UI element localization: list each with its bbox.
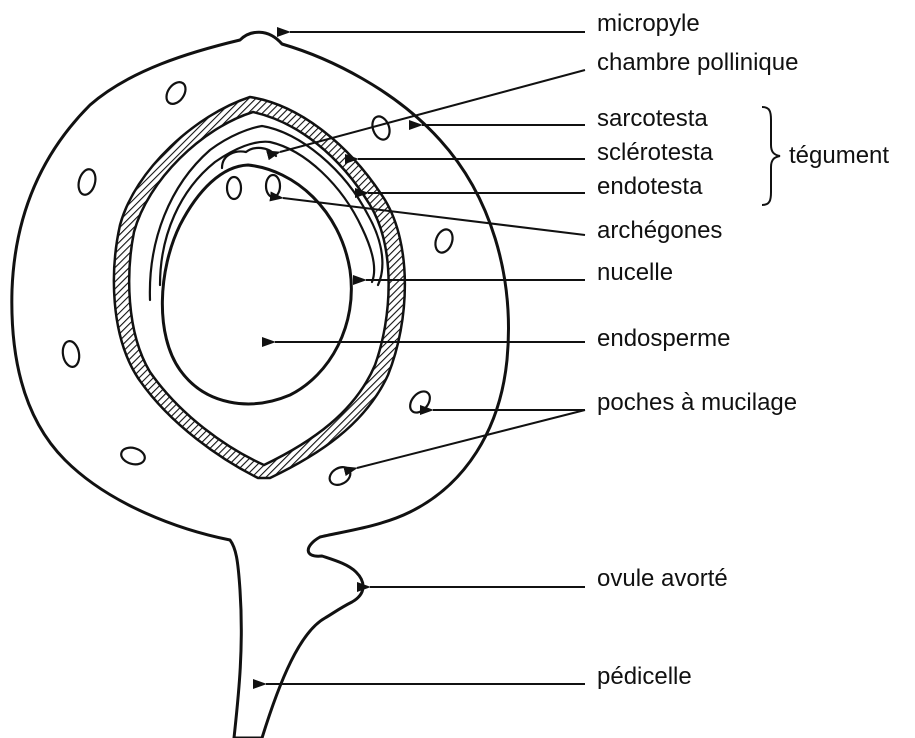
label-pedicelle: pédicelle: [597, 663, 692, 690]
label-ovule-avorte: ovule avorté: [597, 565, 728, 592]
label-nucelle: nucelle: [597, 259, 673, 286]
label-sclerotesta: sclérotesta: [597, 139, 714, 166]
mucilage-pocket: [163, 79, 190, 108]
label-sarcotesta: sarcotesta: [597, 105, 708, 132]
label-archegones: archégones: [597, 217, 722, 244]
mucilage-pocket: [76, 167, 98, 196]
label-endosperme: endosperme: [597, 325, 730, 352]
mucilage-pocket: [119, 445, 146, 467]
mucilage-pocket: [432, 227, 455, 255]
arrow-chambre-pollinique: [280, 70, 585, 152]
archegone-2: [266, 175, 280, 197]
label-chambre-pollinique: chambre pollinique: [597, 49, 798, 76]
sclerotesta-layer: [114, 97, 405, 478]
archegone-1: [227, 177, 241, 199]
label-tegument: tégument: [789, 142, 889, 169]
tegument-bracket: [762, 107, 780, 205]
label-endotesta: endotesta: [597, 173, 703, 200]
sarcotesta-outline: [12, 32, 509, 738]
label-poches-a-mucilage: poches à mucilage: [597, 389, 797, 416]
mucilage-pocket: [406, 388, 434, 417]
endosperme-shape: [162, 165, 351, 404]
mucilage-pocket: [326, 464, 353, 489]
mucilage-pocket: [61, 340, 81, 368]
label-micropyle: micropyle: [597, 10, 700, 37]
